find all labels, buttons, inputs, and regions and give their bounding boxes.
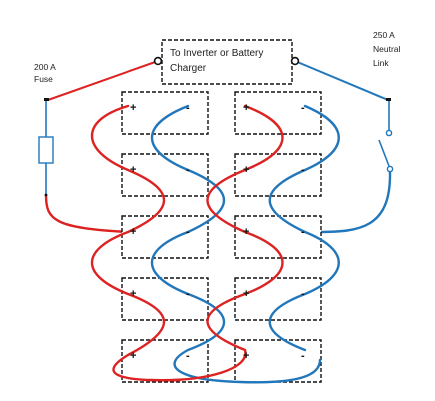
- terminal-labels: + - + - + - + - + - + - + - + - + - + -: [130, 102, 305, 362]
- battery-c1-r2: [121, 153, 209, 197]
- inverter-charger-label-line1: To Inverter or Battery: [170, 48, 263, 59]
- inverter-charger-box: [161, 39, 293, 85]
- negative-terminal-label: -: [186, 350, 190, 362]
- neutral-link-label-line3: Link: [373, 58, 389, 68]
- left-negative-wire: [150, 104, 322, 384]
- fuse-label-line1: 200 A: [34, 62, 56, 72]
- fuse-label-line2: Fuse: [34, 74, 53, 84]
- positive-terminal-label: +: [130, 288, 136, 300]
- negative-terminal-label: -: [186, 226, 190, 238]
- switch-blade: [378, 139, 390, 167]
- neutral-link-label-line2: Neutral: [373, 44, 401, 54]
- negative-terminal-label: -: [186, 102, 190, 114]
- battery-c1-r3: [121, 215, 209, 259]
- negative-terminal-label: -: [301, 226, 305, 238]
- battery-interconnect-wiring: [90, 104, 340, 384]
- negative-terminal-label: -: [186, 288, 190, 300]
- positive-terminal-label: +: [130, 350, 136, 362]
- right-positive-wire: [148, 104, 284, 382]
- negative-terminal-label: -: [301, 102, 305, 114]
- positive-terminal-label: +: [243, 288, 249, 300]
- neutral-link-label-line1: 250 A: [373, 30, 395, 40]
- inverter-positive-terminal: [153, 56, 163, 66]
- positive-terminal-label: +: [243, 164, 249, 176]
- negative-terminal-label: -: [301, 164, 305, 176]
- negative-terminal-label: -: [301, 350, 305, 362]
- fuse-branch: [38, 60, 159, 234]
- positive-terminal-label: +: [130, 164, 136, 176]
- battery-c2-r2: [234, 153, 322, 197]
- fuse-terminal-dot: [44, 193, 48, 197]
- negative-terminal-label: -: [301, 288, 305, 300]
- battery-c1-r4: [121, 277, 209, 321]
- positive-terminal-label: +: [130, 226, 136, 238]
- inverter-negative-terminal: [290, 56, 300, 66]
- positive-terminal-label: +: [243, 102, 249, 114]
- switch-contact-bottom: [386, 165, 394, 173]
- left-positive-wire: [90, 104, 182, 382]
- positive-terminal-label: +: [243, 350, 249, 362]
- inverter-charger-label-line2: Charger: [170, 63, 207, 74]
- switch-contact-top: [385, 129, 393, 137]
- battery-grid: [121, 91, 322, 383]
- battery-c1-r1: [121, 91, 209, 135]
- positive-terminal-label: +: [243, 226, 249, 238]
- right-negative-wire: [268, 104, 340, 352]
- neutral-link-branch: [294, 60, 394, 234]
- battery-c2-r4: [234, 277, 322, 321]
- positive-terminal-label: +: [130, 102, 136, 114]
- fuse-symbol: [38, 136, 54, 164]
- negative-terminal-label: -: [186, 164, 190, 176]
